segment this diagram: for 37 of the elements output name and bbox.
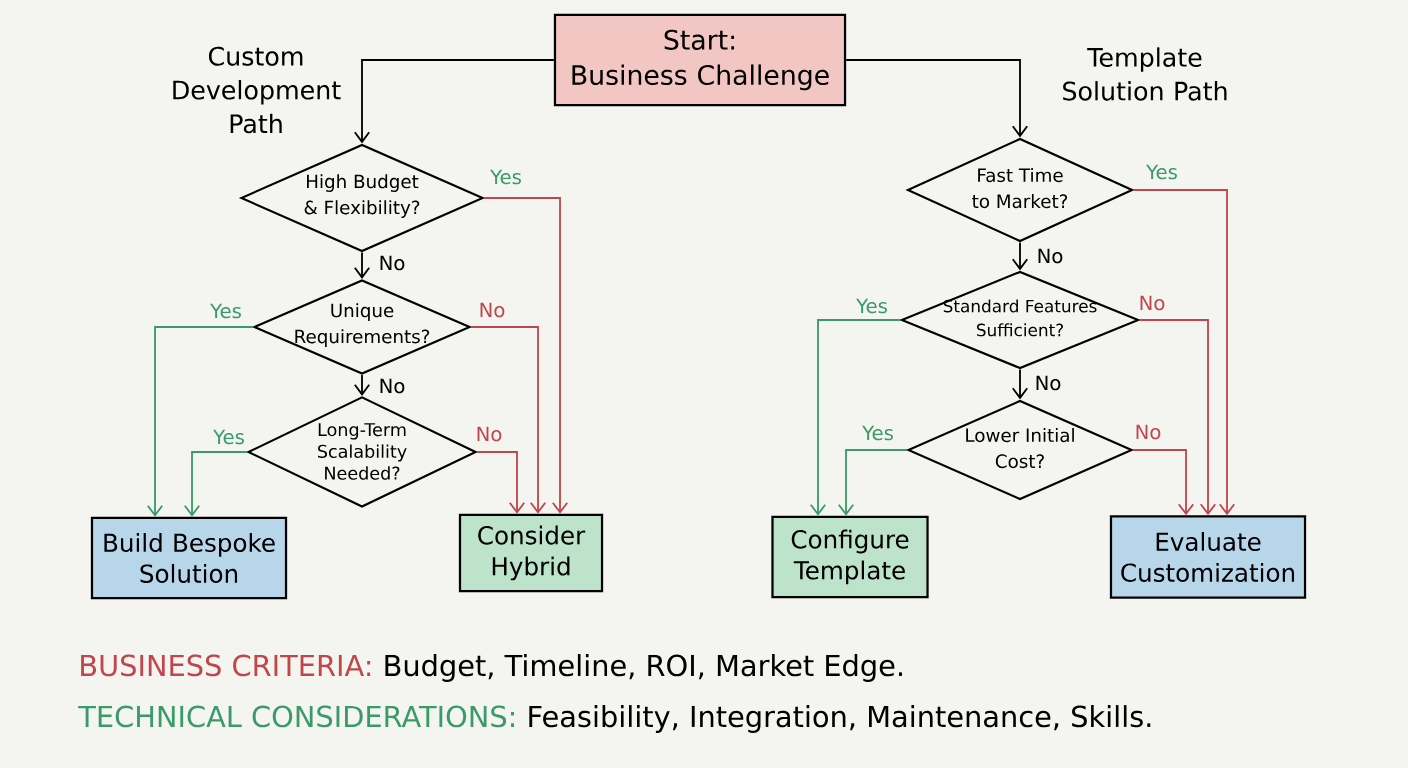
arrow — [183, 451, 248, 517]
path-heading: Custom Development Path — [173, 46, 341, 134]
outcome-box: Build Bespoke Solution — [90, 516, 288, 600]
outcome-box: Configure Template — [771, 515, 929, 599]
edge-label: Yes — [208, 302, 244, 320]
edge-label: Yes — [854, 297, 890, 315]
arrow — [353, 59, 555, 144]
arrow — [146, 326, 254, 517]
arrow — [845, 59, 1029, 138]
arrow — [476, 451, 526, 514]
edge-label: Yes — [488, 168, 524, 186]
outcome-box: Consider Hybrid — [458, 513, 604, 593]
edge-label: No — [1133, 423, 1163, 441]
arrow — [353, 374, 371, 396]
edge-label: No — [1035, 247, 1065, 265]
edge-label: Yes — [211, 428, 247, 446]
arrow — [1011, 368, 1029, 400]
edge-label: No — [1033, 374, 1063, 392]
edge-label: No — [377, 377, 407, 395]
edge-label: Yes — [1144, 163, 1180, 181]
start-box: Start: Business Challenge — [553, 13, 847, 107]
path-heading: Template Solution Path — [1063, 47, 1227, 101]
criteria-note: BUSINESS CRITERIA: Budget, Timeline, ROI, Market Edge. — [81, 654, 902, 682]
arrow — [837, 449, 908, 516]
arrow — [1011, 241, 1029, 271]
outcome-box: Evaluate Customization — [1109, 515, 1307, 599]
edge-label: No — [377, 254, 407, 272]
criteria-note: TECHNICAL CONSIDERATIONS: Feasibility, Integration, Maintenance, Skills. — [78, 705, 1151, 733]
arrow — [483, 197, 569, 514]
arrow — [1138, 319, 1217, 516]
arrow — [809, 319, 902, 516]
edge-label: Yes — [860, 424, 896, 442]
arrow — [1132, 449, 1195, 516]
arrow — [353, 251, 371, 279]
arrow — [1132, 189, 1236, 516]
edge-label: No — [477, 301, 507, 319]
arrow — [470, 326, 547, 514]
